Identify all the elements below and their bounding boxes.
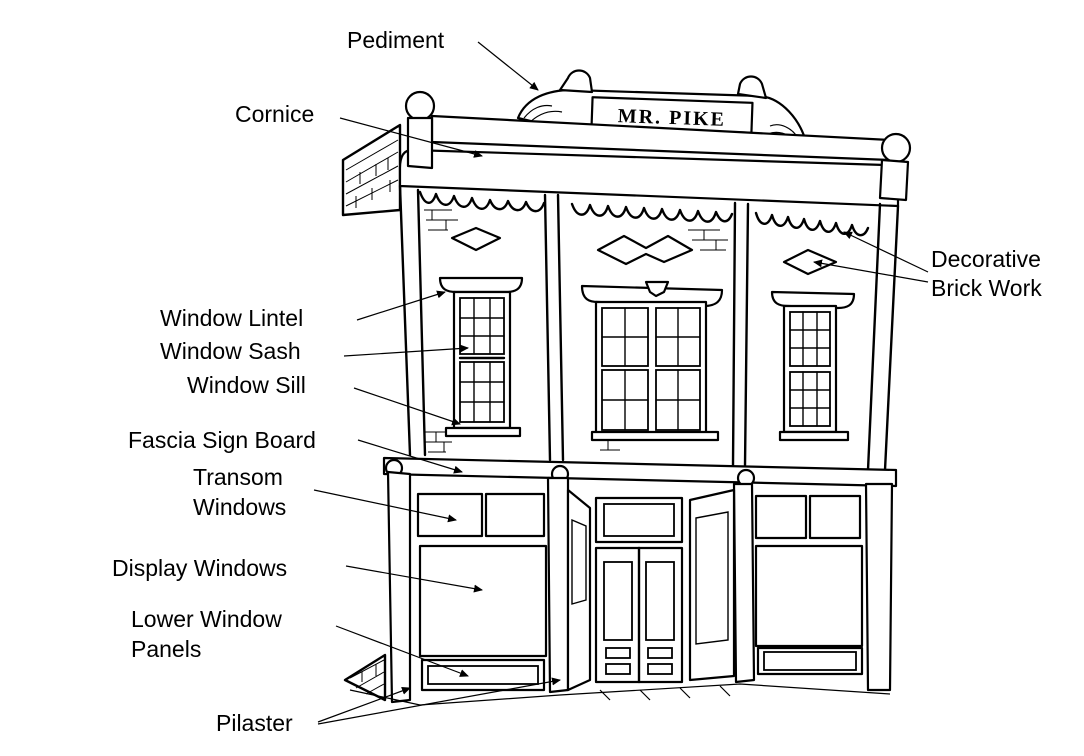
leader-pilaster-left <box>317 687 411 723</box>
label-lower-panels-line1: Lower Window <box>131 606 282 632</box>
leader-window-sash <box>343 344 469 357</box>
label-lower-panels-line2: Panels <box>131 636 201 662</box>
window-left <box>438 276 524 438</box>
window-right <box>770 290 856 442</box>
label-window-lintel: Window Lintel <box>160 305 303 331</box>
leader-lower-panels <box>335 625 469 677</box>
label-decorative-brick-line2: Brick Work <box>931 275 1042 301</box>
leader-lines <box>313 41 929 725</box>
label-decorative-brick-line1: Decorative <box>931 246 1041 272</box>
pediment: MR. PIKE <box>516 69 808 144</box>
leader-display-windows <box>345 565 483 593</box>
label-window-sill: Window Sill <box>187 372 306 398</box>
leader-window-sill <box>353 387 461 426</box>
labels: Pediment Cornice Decorative Brick Work W… <box>112 27 1042 736</box>
leader-window-lintel <box>356 290 446 321</box>
label-window-sash: Window Sash <box>160 338 301 364</box>
leader-cornice <box>339 117 483 158</box>
window-middle <box>580 280 724 442</box>
leader-decorative-brick-top <box>843 231 929 273</box>
leader-pilaster-right <box>317 677 561 725</box>
label-pediment: Pediment <box>347 27 445 53</box>
label-transom-line1: Transom <box>193 464 283 490</box>
building-drawing: MR. PIKE <box>341 69 912 706</box>
leader-fascia-sign-board <box>357 439 463 474</box>
label-transom-line2: Windows <box>193 494 286 520</box>
label-cornice: Cornice <box>235 101 314 127</box>
label-fascia-sign-board: Fascia Sign Board <box>128 427 316 453</box>
leader-pediment <box>477 41 539 91</box>
leader-transom <box>313 489 457 523</box>
storefront <box>349 470 894 706</box>
upper-facade <box>398 184 900 472</box>
leader-decorative-brick-bottom <box>813 259 929 283</box>
label-pilaster: Pilaster <box>216 710 293 736</box>
cornice <box>398 90 912 208</box>
label-display-windows: Display Windows <box>112 555 287 581</box>
